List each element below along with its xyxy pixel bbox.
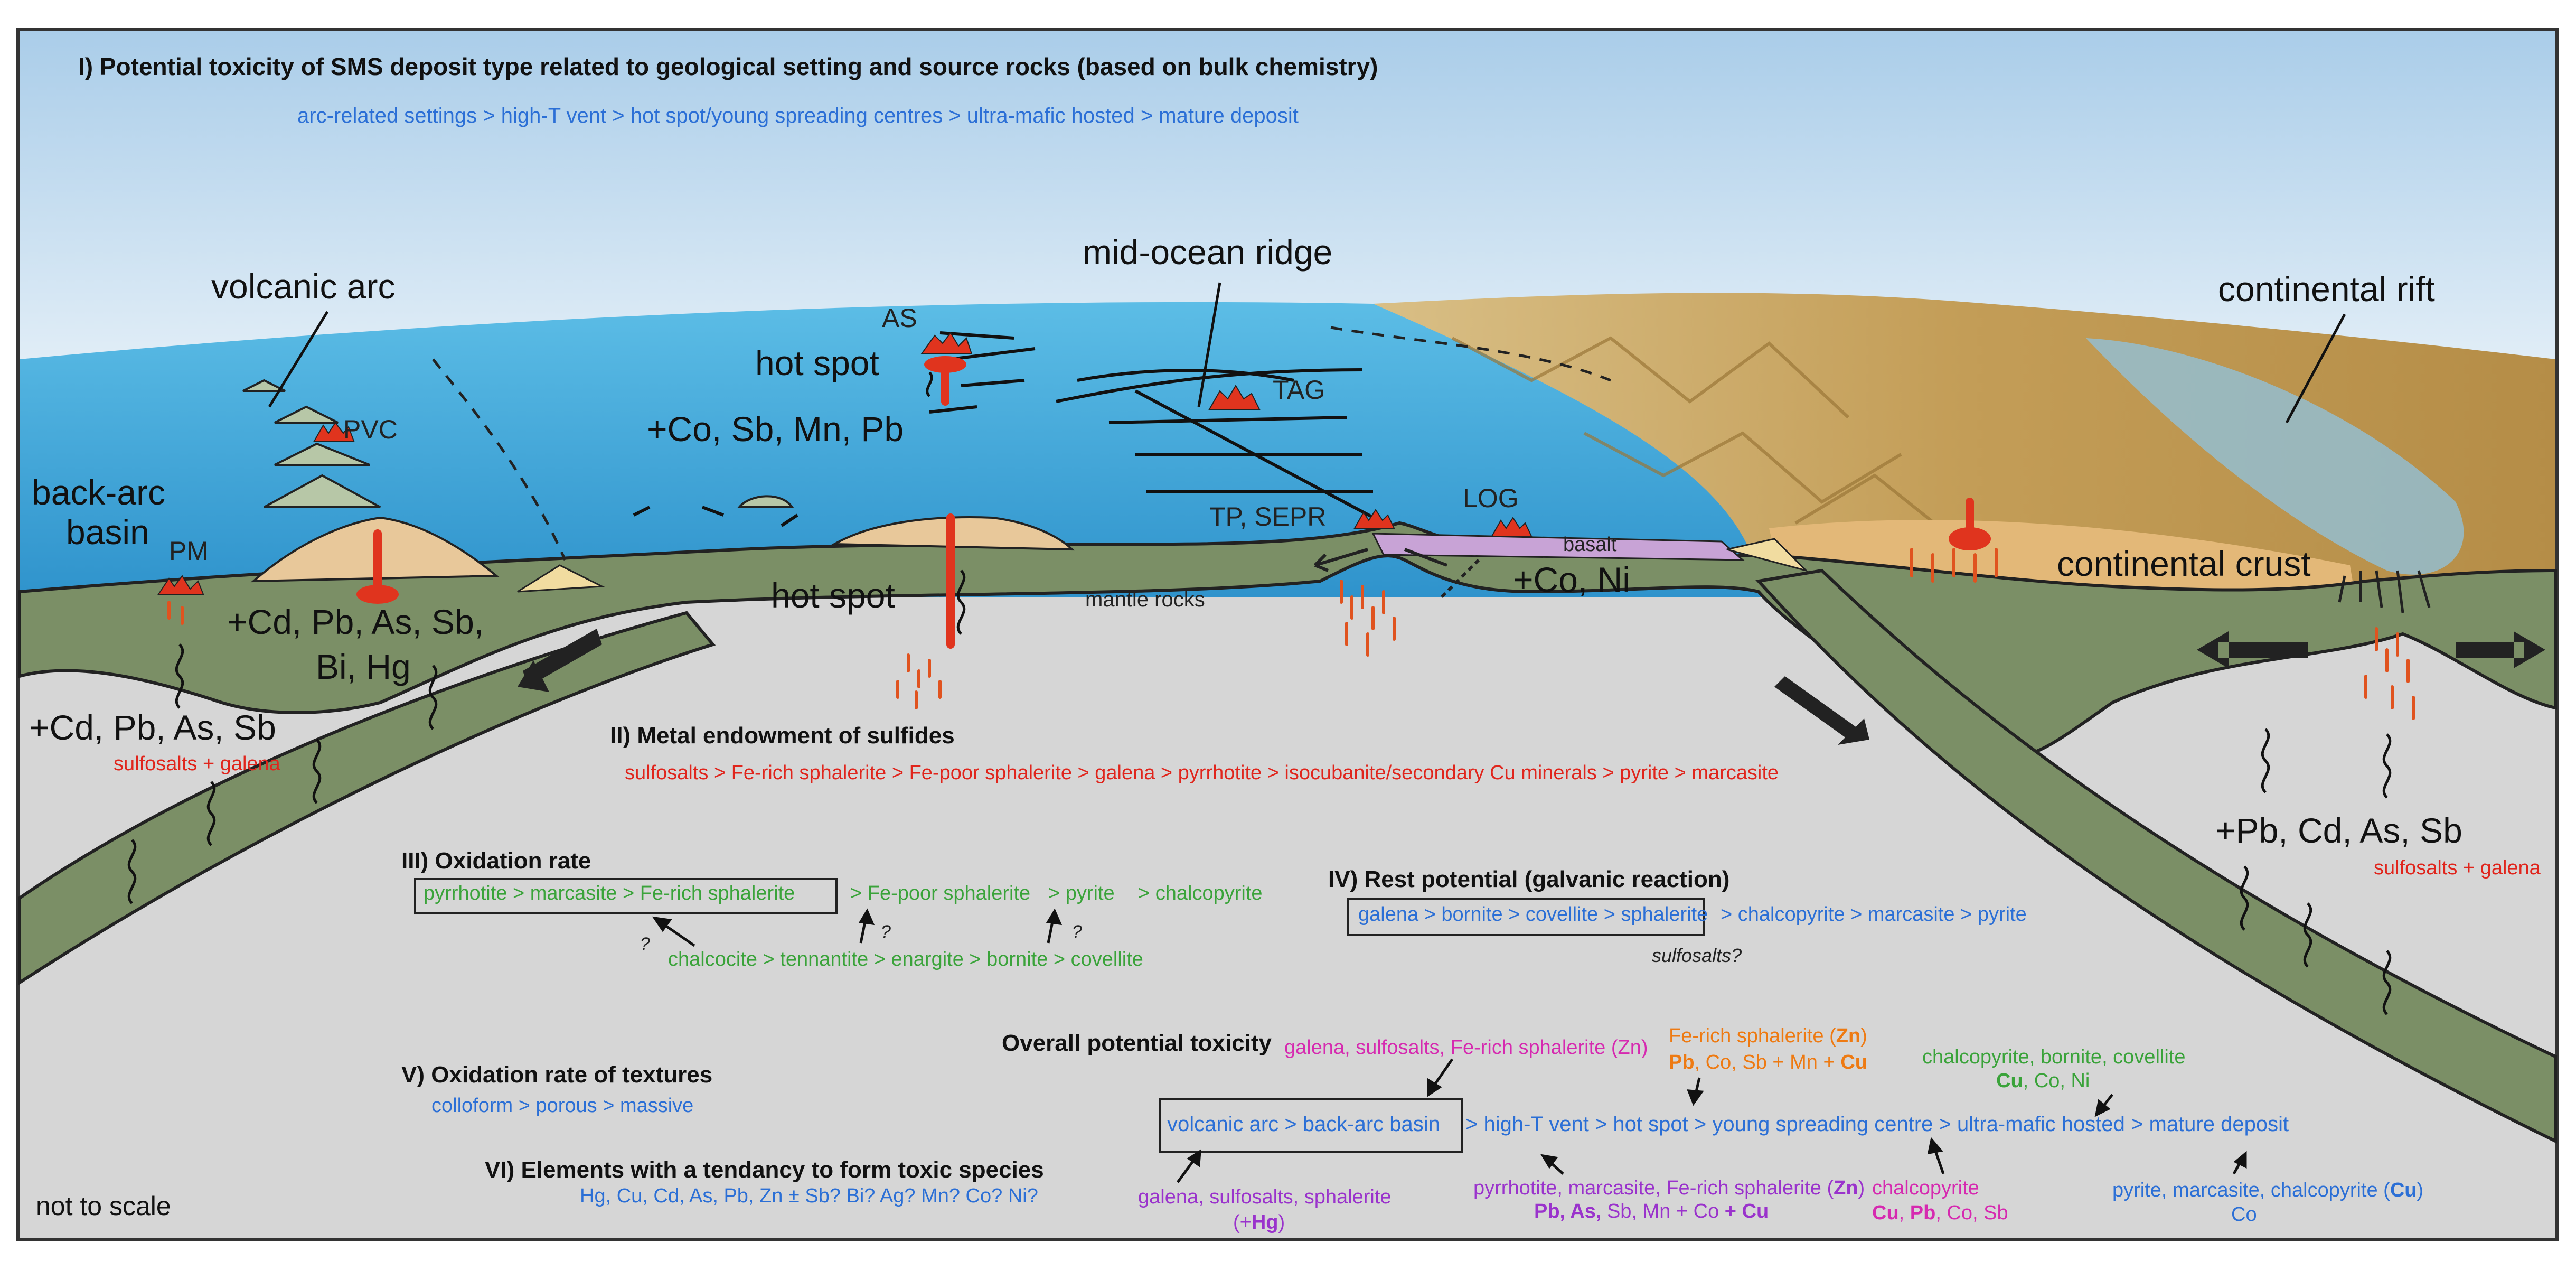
- ridge-arrows: [1313, 548, 1480, 599]
- rift-sulfosalts: sulfosalts + galena: [2374, 857, 2541, 879]
- ann-pyrrhotite-1: pyrrhotite, marcasite, Fe-rich sphalerit…: [1473, 1177, 1865, 1199]
- arc-cone-2: [274, 405, 339, 424]
- section5-ranking: colloform > porous > massive: [431, 1095, 694, 1117]
- label-hot-spot-lower: hot spot: [771, 576, 895, 615]
- subducting-slab-right: [1755, 568, 2557, 1144]
- section3-q2: ?: [1072, 922, 1082, 942]
- ridge-fault-lines: [633, 331, 1385, 527]
- ann-chalco-1: chalcopyrite, bornite, covellite: [1922, 1046, 2186, 1068]
- section3-box: [414, 878, 838, 914]
- label-mid-ocean-ridge: mid-ocean ridge: [1083, 232, 1333, 272]
- trench-sediment: [517, 538, 1809, 593]
- arc-elements: +Cd, Pb, As, Sb,: [227, 602, 484, 641]
- arc-elements-2: Bi, Hg: [316, 647, 411, 686]
- arc-cone-4: [264, 474, 381, 508]
- label-continental-rift: continental rift: [2218, 269, 2435, 309]
- ann-pyrite-2: Co: [2231, 1203, 2257, 1226]
- label-pm: PM: [169, 536, 209, 566]
- ocean: [20, 302, 1954, 597]
- label-hot-spot-upper: hot spot: [755, 343, 879, 382]
- section4-box: [1347, 898, 1705, 936]
- ann-chalco-2: Cu, Co, Ni: [1996, 1070, 2090, 1092]
- label-back-arc: back-arc: [32, 473, 166, 512]
- label-tag: TAG: [1273, 375, 1325, 405]
- section1-ranking: arc-related settings > high-T vent > hot…: [297, 104, 1299, 127]
- hotspot-elements: +Co, Sb, Mn, Pb: [647, 409, 904, 449]
- section3-lower: chalcocite > tennantite > enargite > bor…: [668, 948, 1143, 970]
- ann-chalcopyrite-2: Cu, Pb, Co, Sb: [1872, 1202, 2008, 1224]
- overall-box: [1159, 1098, 1463, 1153]
- label-not-to-scale: not to scale: [36, 1191, 171, 1221]
- ann-pyrite-1: pyrite, marcasite, chalcopyrite (Cu): [2112, 1179, 2424, 1201]
- fluid-arrows: [127, 371, 2392, 1015]
- land-ridges: [1451, 336, 1955, 540]
- rift-lake: [2086, 338, 2464, 575]
- log-elements: +Co, Ni: [1513, 560, 1630, 599]
- label-tp-sepr: TP, SEPR: [1209, 502, 1327, 531]
- label-mantle-rocks: mantle rocks: [1085, 588, 1205, 611]
- seamount: [737, 495, 794, 508]
- label-as: AS: [882, 303, 917, 333]
- overall-title: Overall potential toxicity: [1002, 1030, 1272, 1056]
- section4-note: sulfosalts?: [1652, 945, 1742, 966]
- vents: [157, 332, 1533, 595]
- section4-title: IV) Rest potential (galvanic reaction): [1328, 866, 1730, 892]
- section3-rest2: > pyrite: [1048, 882, 1115, 904]
- label-continental-crust: continental crust: [2057, 544, 2311, 583]
- ann-galena-bottom-2: (+Hg): [1233, 1211, 1285, 1234]
- ann-chalcopyrite-1: chalcopyrite: [1872, 1177, 1979, 1199]
- section3-rest3: > chalcopyrite: [1138, 882, 1263, 904]
- ann-fe-rich-1: Fe-rich sphalerite (Zn): [1669, 1025, 1867, 1047]
- rift-elements: +Pb, Cd, As, Sb: [2215, 811, 2462, 850]
- subducting-slab-left: [18, 611, 716, 986]
- label-basin: basin: [66, 512, 149, 552]
- ann-pyrrhotite-2: Pb, As, Sb, Mn + Co + Cu: [1534, 1200, 1769, 1222]
- section3-boxed: pyrrhotite > marcasite > Fe-rich sphaler…: [424, 882, 795, 904]
- arc-cone-3: [274, 442, 370, 466]
- section2-ranking: sulfosalts > Fe-rich sphalerite > Fe-poo…: [625, 762, 1779, 784]
- section3-q1: ?: [881, 922, 891, 942]
- backarc-sulfosalts: sulfosalts + galena: [114, 753, 280, 775]
- section6-title: VI) Elements with a tendancy to form tox…: [485, 1157, 1044, 1183]
- section3-rest1: > Fe-poor sphalerite: [850, 882, 1031, 904]
- label-basalt: basalt: [1563, 534, 1617, 556]
- backarc-elements: +Cd, Pb, As, Sb: [29, 708, 276, 747]
- section3-title: III) Oxidation rate: [401, 848, 591, 874]
- dashed-lines: [432, 326, 1611, 561]
- ann-galena-top: galena, sulfosalts, Fe-rich sphalerite (…: [1284, 1036, 1648, 1059]
- rift-faults: [2338, 570, 2431, 613]
- leader-lines: [268, 282, 2346, 424]
- ann-galena-bottom-1: galena, sulfosalts, sphalerite: [1138, 1186, 1392, 1208]
- section5-title: V) Oxidation rate of textures: [401, 1062, 713, 1088]
- section3-q3: ?: [640, 934, 650, 954]
- overall-boxed: volcanic arc > back-arc basin: [1167, 1113, 1440, 1136]
- arc-cone-1: [242, 379, 286, 392]
- section1-title: I) Potential toxicity of SMS deposit typ…: [78, 53, 1378, 80]
- feeder-heads: [356, 356, 1991, 604]
- section2-title: II) Metal endowment of sulfides: [610, 723, 955, 749]
- label-volcanic-arc: volcanic arc: [211, 267, 396, 306]
- label-log: LOG: [1463, 483, 1519, 513]
- section6-list: Hg, Cu, Cd, As, Pb, Zn ± Sb? Bi? Ag? Mn?…: [580, 1185, 1038, 1207]
- continental-landscape: [1373, 293, 2555, 581]
- melt-dashes: [167, 548, 2415, 720]
- ann-fe-rich-2: Pb, Co, Sb + Mn + Cu: [1669, 1051, 1867, 1073]
- plate-arrows: [518, 629, 2545, 745]
- label-pvc: PVC: [343, 415, 398, 444]
- overall-ranking: > high-T vent > hot spot > young spreadi…: [1465, 1113, 2289, 1136]
- section4-rest: > chalcopyrite > marcasite > pyrite: [1721, 903, 2027, 926]
- basalt-layer: [1371, 533, 1745, 561]
- section4-boxed: galena > bornite > covellite > sphalerit…: [1358, 903, 1708, 926]
